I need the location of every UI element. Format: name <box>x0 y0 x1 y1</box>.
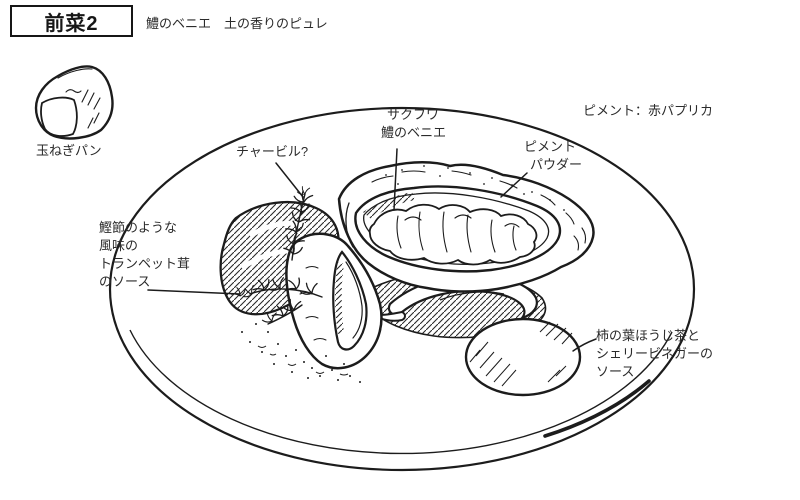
chervil-sketch <box>230 183 323 326</box>
onion-bread-label: 玉ねぎパン <box>36 143 102 158</box>
piment-powder-line1: ピメント <box>524 139 577 154</box>
chervil-label: チャービル? <box>236 144 309 159</box>
mushroom-sauce-leader <box>147 289 241 295</box>
persimmon-sauce-line3: ソース <box>596 364 635 379</box>
persimmon-sauce-label: 柿の葉ほうじ茶と シェリービネガーの ソース <box>596 327 713 381</box>
piment-powder-leader <box>500 172 528 198</box>
leader-lines <box>147 148 597 352</box>
persimmon-sauce-line1: 柿の葉ほうじ茶と <box>596 328 701 343</box>
piment-powder-line2: パウダー <box>530 157 583 172</box>
chervil-leader <box>275 162 304 198</box>
mushroom-sauce-line1: 鰹節のような <box>99 220 178 235</box>
beignet-label: サクフワ 鱧のベニエ <box>381 106 446 142</box>
persimmon-sauce-line2: シェリービネガーの <box>596 346 714 361</box>
mushroom-sauce-label: 鰹節のような 風味の トランペット茸 のソース <box>99 219 190 291</box>
dish-title: 鱧のベニエ 土の香りのピュレ <box>146 16 328 31</box>
mushroom-sauce-line4: のソース <box>99 274 151 289</box>
onion-bread-sketch <box>34 65 114 140</box>
beignet-leader <box>393 148 398 211</box>
piment-powder-label: ピメント パウダー <box>524 138 582 174</box>
beignet-label-line2: 鱧のベニエ <box>381 125 447 140</box>
piment-note-label: ピメント：赤パプリカ <box>583 103 714 118</box>
beignet-front-sketch <box>285 232 383 370</box>
crumbs-sketch <box>241 323 361 383</box>
mushroom-sauce-line3: トランペット茸 <box>99 256 191 271</box>
mushroom-sauce-line2: 風味の <box>99 238 139 253</box>
course-label-box: 前菜2 <box>10 5 133 37</box>
course-label: 前菜2 <box>44 12 99 35</box>
beignet-back-sketch <box>337 161 595 293</box>
sauce-dot-sketch <box>464 317 582 397</box>
persimmon-sauce-leader <box>572 338 597 352</box>
beignet-label-line1: サクフワ <box>387 107 440 122</box>
